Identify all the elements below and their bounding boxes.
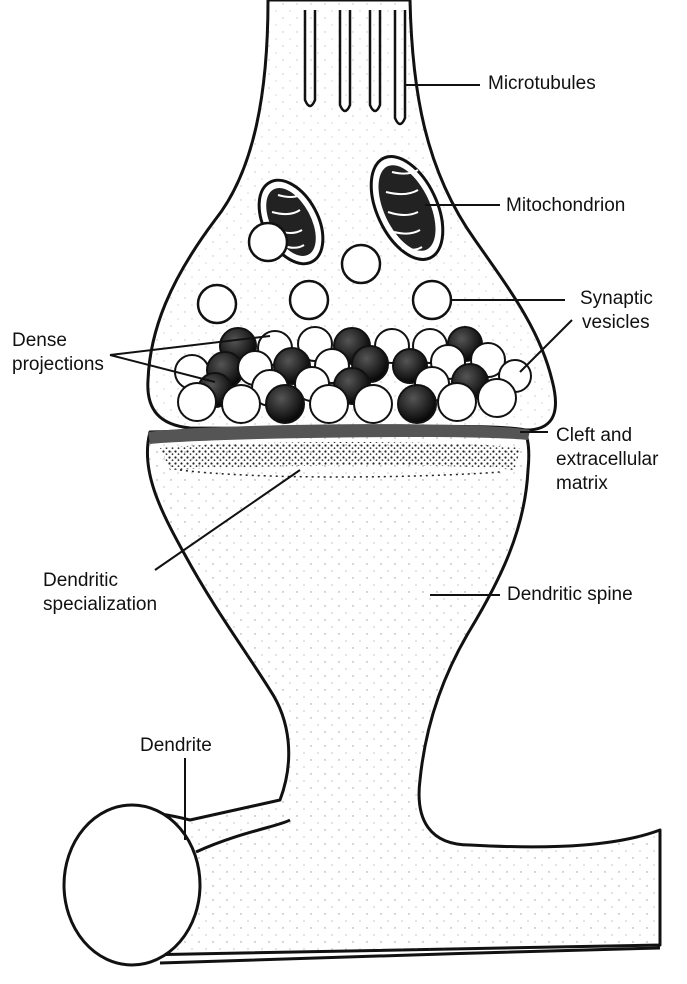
label-dendritic-spine: Dendritic spine [507,584,633,606]
label-dense-projections-2: projections [12,354,104,376]
label-mitochondrion: Mitochondrion [506,195,625,217]
label-synaptic-vesicles-2: vesicles [582,312,650,334]
label-cleft-3: matrix [556,473,608,495]
label-microtubules: Microtubules [488,73,596,95]
label-dendritic-specialization-2: specialization [43,594,157,616]
label-dendritic-specialization-1: Dendritic [43,570,118,592]
label-cleft-2: extracellular [556,449,658,471]
label-dense-projections-1: Dense [12,330,67,352]
label-synaptic-vesicles-1: Synaptic [580,288,653,310]
label-dendrite: Dendrite [140,735,212,757]
label-cleft-1: Cleft and [556,425,632,447]
